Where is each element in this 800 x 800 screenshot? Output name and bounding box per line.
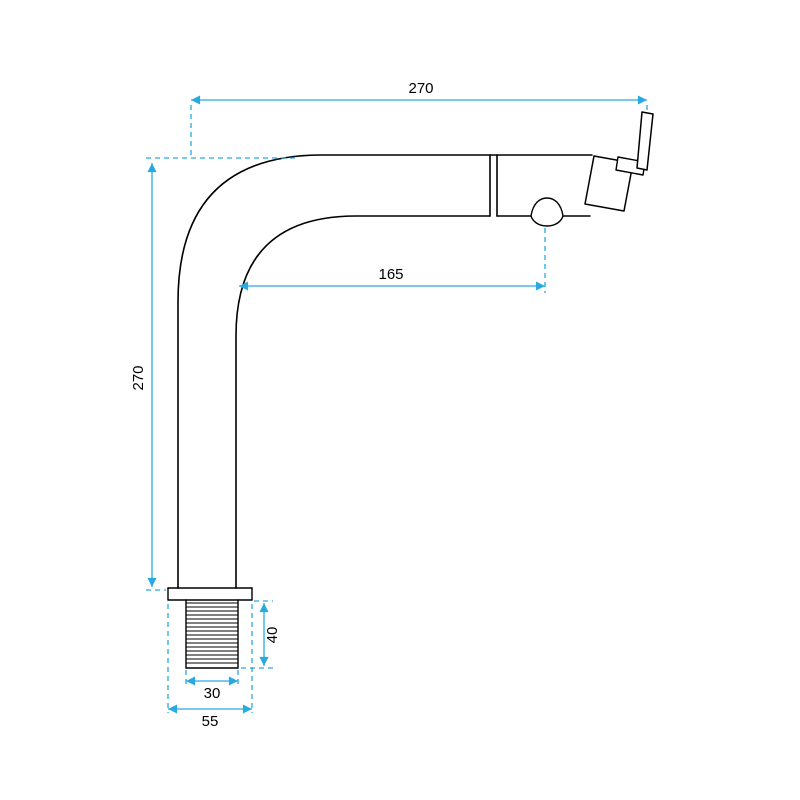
dimension-labels: 270 270 165 40 30 55	[130, 80, 434, 730]
dim-thread-diameter	[185, 670, 239, 687]
label-total-height: 270	[130, 365, 147, 390]
dim-thread-length	[241, 600, 273, 669]
label-thread-length: 40	[264, 627, 281, 644]
threaded-shank	[185, 599, 239, 669]
label-total-width: 270	[408, 80, 433, 97]
base-flange	[167, 587, 253, 601]
thread-lines	[185, 602, 239, 664]
dim-base-width	[167, 604, 253, 714]
label-thread-diameter: 30	[204, 685, 221, 702]
spout-outlet-bump	[530, 197, 564, 227]
handle-lever	[636, 111, 654, 171]
faucet-inner-contour	[235, 215, 491, 589]
faucet-outer-contour	[177, 154, 593, 589]
dim-spout-reach	[239, 228, 546, 293]
dim-total-height	[146, 157, 298, 591]
label-spout-reach: 165	[378, 266, 403, 283]
dim-total-width	[190, 95, 648, 158]
faucet-outline	[167, 111, 654, 669]
label-base-width: 55	[202, 713, 219, 730]
